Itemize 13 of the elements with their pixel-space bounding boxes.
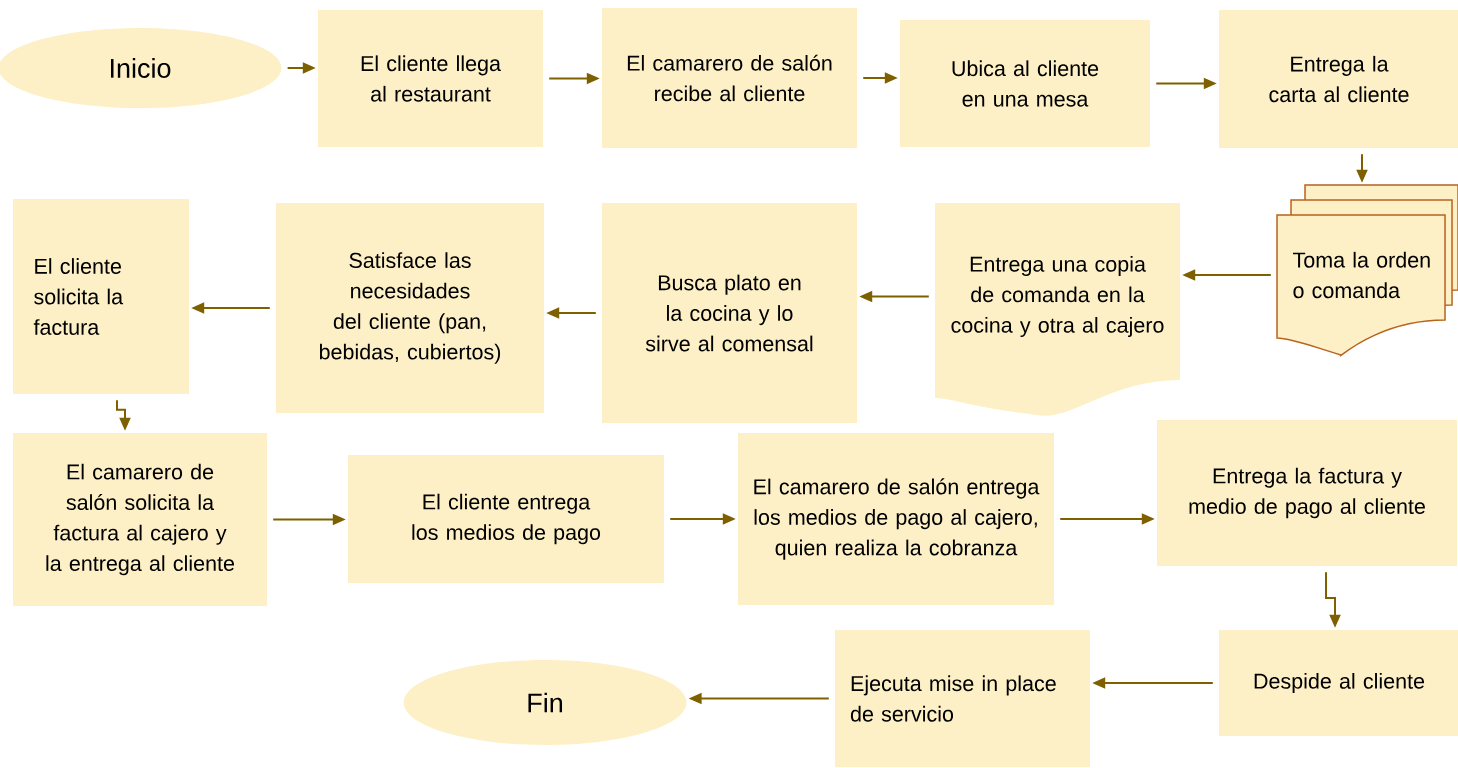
process-box: Entrega la carta al cliente: [1219, 10, 1458, 148]
process-box: Satisface las necesidades del cliente (pan, bebidas, cubiertos): [276, 203, 544, 413]
process-box: El camarero de salón entrega los medios de pago al cajero, quien realiza la cobranza: [738, 433, 1054, 605]
process-box: El cliente entrega los medios de pago: [348, 455, 664, 583]
process-box: El camarero de salón recibe al cliente: [602, 8, 857, 148]
process-box: Entrega la factura y medio de pago al cliente: [1157, 420, 1457, 566]
process-box: Ubica al cliente en una mesa: [900, 20, 1150, 147]
process-box: Busca plato en la cocina y lo sirve al comensal: [602, 203, 857, 423]
process-box: El camarero de salón solicita la factura al cajero y la entrega al cliente: [13, 433, 267, 606]
process-box: Ejecuta mise in place de servicio: [835, 630, 1090, 767]
process-box: El cliente solicita la factura: [13, 199, 189, 394]
process-box: El cliente llega al restaurant: [318, 10, 543, 147]
process-box: Despide al cliente: [1219, 630, 1458, 736]
